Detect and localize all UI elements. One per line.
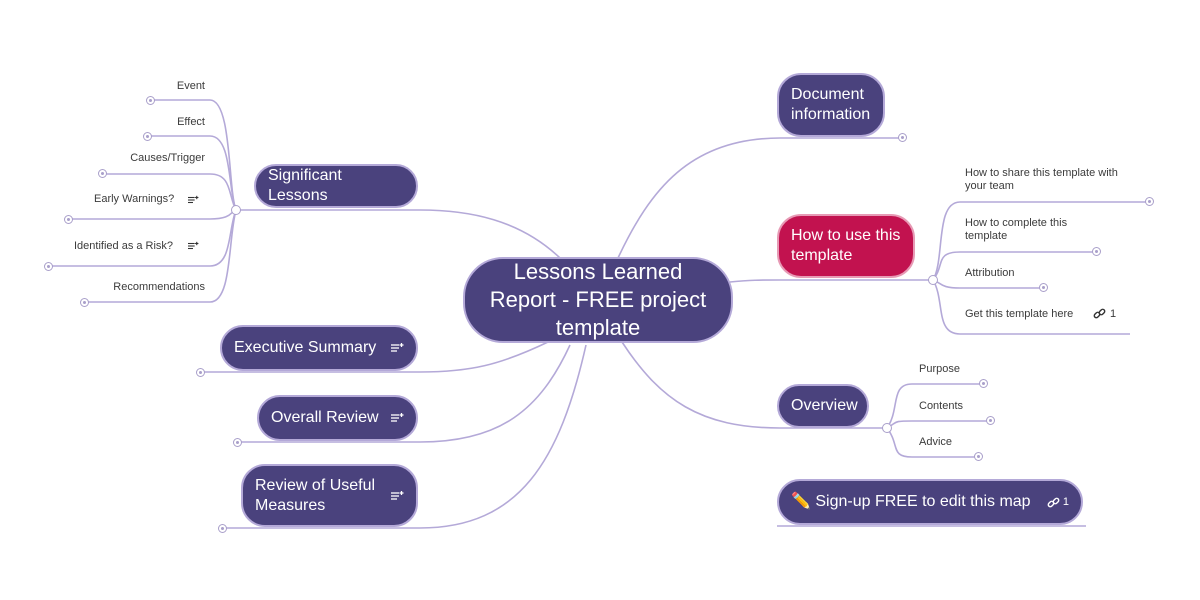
get-template-link-count[interactable]: 1 [1093, 307, 1116, 320]
expand-dot-attribution[interactable] [1039, 283, 1048, 292]
leaf-attribution[interactable]: Attribution [965, 267, 1015, 279]
node-review-useful-measures-label: Review of Useful Measures [255, 476, 376, 514]
expand-dot-document[interactable] [898, 133, 907, 142]
link-icon [1047, 497, 1060, 507]
link-icon [1093, 308, 1106, 319]
leaf-effect[interactable]: Effect [177, 116, 205, 128]
leaf-recommendations[interactable]: Recommendations [113, 281, 205, 293]
expand-dot-overall[interactable] [233, 438, 242, 447]
leaf-complete-template[interactable]: How to complete this template [965, 217, 1068, 242]
link-executive [201, 341, 549, 373]
expand-dot-purpose[interactable] [979, 379, 988, 388]
leaf-identified-risk[interactable]: Identified as a Risk? [74, 240, 174, 252]
link-overview [621, 341, 887, 429]
hub-overview[interactable] [882, 423, 892, 433]
note-icon [391, 343, 404, 352]
expand-dot-measures[interactable] [218, 524, 227, 533]
node-significant-lessons[interactable]: Significant Lessons [254, 164, 418, 208]
expand-dot-share[interactable] [1145, 197, 1154, 206]
node-significant-lessons-label: Significant Lessons [268, 167, 342, 204]
signup-button[interactable]: ✏️ Sign-up FREE to edit this map 1 [777, 479, 1083, 525]
node-overall-review[interactable]: Overall Review [257, 395, 418, 441]
central-topic[interactable]: Lessons Learned Report - FREE project te… [463, 257, 733, 343]
expand-dot-complete[interactable] [1092, 247, 1101, 256]
leaf-causes-trigger[interactable]: Causes/Trigger [130, 152, 205, 164]
leaf-share-template[interactable]: How to share this template with your tea… [965, 167, 1118, 192]
leaf-advice[interactable]: Advice [919, 436, 953, 448]
link-measures [223, 344, 587, 529]
node-how-to-use-label: How to use this template [791, 227, 901, 264]
expand-dot-advice[interactable] [974, 452, 983, 461]
signup-label: ✏️ Sign-up FREE to edit this map [791, 493, 1031, 510]
node-review-useful-measures[interactable]: Review of Useful Measures [241, 464, 418, 527]
note-icon [188, 241, 199, 250]
node-how-to-use[interactable]: How to use this template [777, 214, 915, 278]
hub-how-to-use[interactable] [928, 275, 938, 285]
leaf-early-warnings[interactable]: Early Warnings? [94, 193, 175, 205]
leaf-purpose[interactable]: Purpose [919, 363, 960, 375]
node-overview-label: Overview [791, 397, 858, 414]
note-icon [188, 195, 199, 204]
note-icon [391, 413, 404, 422]
link-significant [236, 209, 561, 259]
expand-dot-identified-risk[interactable] [44, 262, 53, 271]
expand-dot-effect[interactable] [143, 132, 152, 141]
leaf-contents[interactable]: Contents [919, 400, 964, 412]
hub-significant-lessons[interactable] [231, 205, 241, 215]
node-overview[interactable]: Overview [777, 384, 869, 428]
expand-dot-event[interactable] [146, 96, 155, 105]
link-document [617, 137, 903, 259]
note-icon [391, 490, 404, 500]
signup-link-count[interactable]: 1 [1047, 492, 1069, 512]
node-overall-review-label: Overall Review [271, 409, 379, 426]
link-howto [729, 279, 933, 283]
node-document-information-label: Document information [791, 86, 871, 123]
expand-dot-causes[interactable] [98, 169, 107, 178]
node-executive-summary[interactable]: Executive Summary [220, 325, 418, 371]
central-topic-label: Lessons Learned Report - FREE project te… [489, 259, 707, 340]
node-document-information[interactable]: Document information [777, 73, 885, 137]
expand-dot-contents[interactable] [986, 416, 995, 425]
leaf-event[interactable]: Event [176, 80, 205, 92]
link-overall [238, 344, 571, 443]
expand-dot-early-warnings[interactable] [64, 215, 73, 224]
expand-dot-executive[interactable] [196, 368, 205, 377]
leaf-get-template[interactable]: Get this template here [965, 308, 1074, 320]
node-executive-summary-label: Executive Summary [234, 339, 377, 356]
expand-dot-recommendations[interactable] [80, 298, 89, 307]
signup-link-count-value: 1 [1062, 496, 1069, 508]
